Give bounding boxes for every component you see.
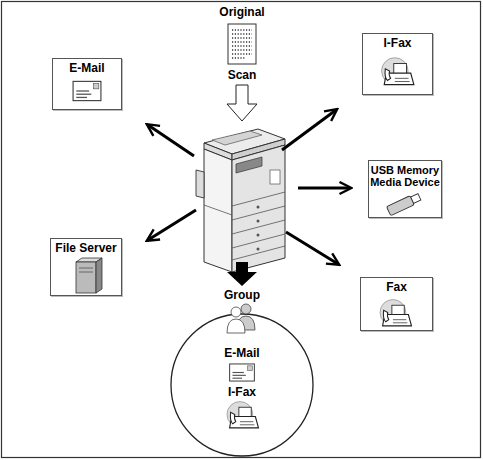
scan-arrow xyxy=(227,85,257,121)
group-arrow xyxy=(227,262,257,286)
fax-icon xyxy=(380,300,411,326)
output-arrows xyxy=(148,110,350,264)
group-circle xyxy=(171,314,313,456)
destination-box: Fax xyxy=(360,277,433,331)
group-ifax-icon xyxy=(227,402,258,428)
destination-box: File Server xyxy=(50,238,122,296)
ifax-icon xyxy=(382,58,414,85)
node-label: Group xyxy=(167,286,317,302)
node-label: I-Fax xyxy=(363,34,432,50)
document-heading: Original xyxy=(212,3,272,23)
node-label: Original xyxy=(212,3,272,19)
node-label: USB Memory Media Device xyxy=(369,161,441,188)
group-people-icon xyxy=(227,304,255,333)
email-icon xyxy=(73,81,101,100)
node-label: E-Mail xyxy=(212,344,272,360)
file-server-icon xyxy=(76,258,102,293)
group-member: I-Fax xyxy=(212,383,272,433)
node-label: File Server xyxy=(51,239,121,255)
usb-stick-icon xyxy=(386,192,421,215)
group-member: E-Mail xyxy=(212,344,272,380)
step-label: Scan xyxy=(212,68,272,82)
group-email-icon xyxy=(230,364,255,381)
original-document xyxy=(228,24,256,64)
node-label: Fax xyxy=(361,278,432,294)
copier xyxy=(196,129,285,272)
destination-box: USB Memory Media Device xyxy=(368,160,442,218)
node-label: I-Fax xyxy=(212,383,272,399)
group-circle-node: GroupE-MailI-Fax xyxy=(167,286,317,458)
destination-box: E-Mail xyxy=(52,58,122,110)
node-label: E-Mail xyxy=(53,59,121,75)
destination-box: I-Fax xyxy=(362,33,433,95)
